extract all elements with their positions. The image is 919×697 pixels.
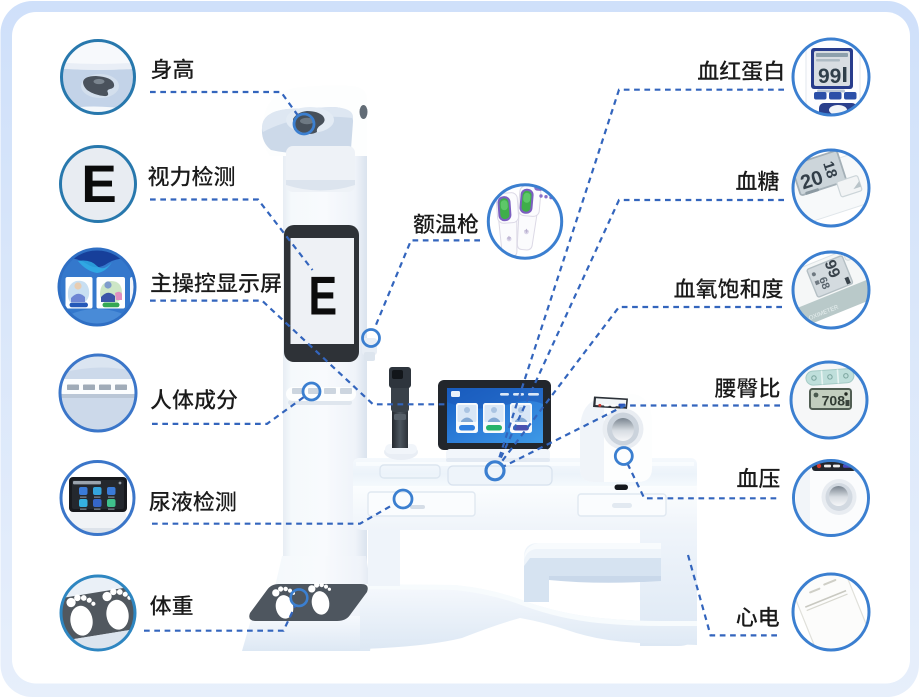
svg-text:99: 99	[818, 65, 841, 88]
svg-text:E: E	[81, 155, 116, 214]
svg-text:99: 99	[821, 258, 843, 281]
svg-text:708: 708	[822, 393, 846, 409]
svg-text:E: E	[308, 265, 337, 326]
svg-text:18: 18	[819, 159, 840, 180]
svg-text:68: 68	[816, 275, 832, 291]
